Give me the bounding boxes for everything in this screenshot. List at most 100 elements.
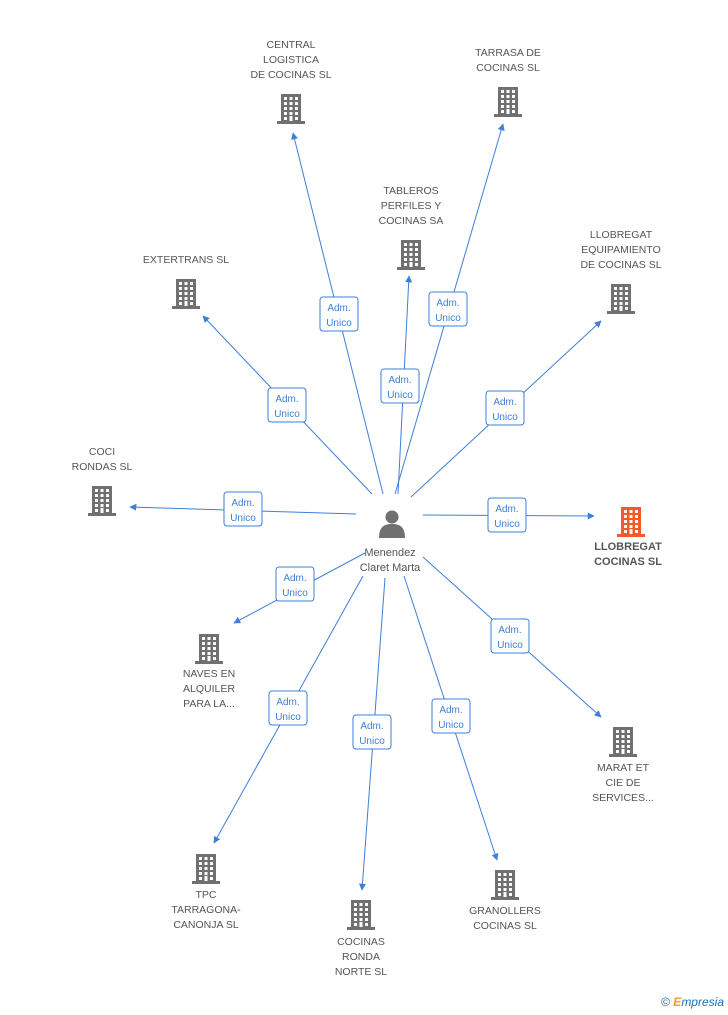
role-label: Unico — [275, 712, 301, 723]
role-label: Unico — [274, 409, 300, 420]
role-label: Adm. — [275, 394, 298, 405]
company-name-line: COCINAS SL — [476, 62, 540, 74]
building-icon — [609, 727, 637, 757]
company-name-line: TARRASA DE — [475, 47, 541, 59]
role-badge[interactable]: Adm. Unico — [352, 714, 392, 750]
company-name-line: COCINAS SL — [473, 920, 537, 932]
company-name-line: COCINAS SA — [379, 215, 444, 227]
role-badge[interactable]: Adm.Unico — [487, 497, 527, 533]
building-icon — [617, 507, 645, 537]
company-name-line: ALQUILER — [183, 683, 235, 695]
company-name-line: PARA LA... — [183, 698, 235, 710]
role-label: Unico — [497, 640, 523, 651]
company-name-line: TARRAGONA- — [171, 904, 241, 916]
role-badge[interactable]: Adm. Unico — [490, 618, 530, 654]
company-name-line: PERFILES Y — [381, 200, 442, 212]
company-name-line: RONDAS SL — [72, 461, 133, 473]
role-label: Unico — [387, 390, 413, 401]
company-name-line: TABLEROS — [383, 185, 438, 197]
company-node-marat[interactable]: MARAT ET CIE DE SERVICES... — [592, 727, 654, 804]
company-node-tableros[interactable]: TABLEROS PERFILES Y COCINAS SA — [379, 185, 444, 270]
building-icon — [192, 854, 220, 884]
nodes-layer: CENTRAL LOGISTICA DE COCINAS SL TARRASA DE C… — [72, 39, 663, 978]
company-node-llobregat-equip[interactable]: LLOBREGAT EQUIPAMIENTO DE COCINAS SL — [580, 229, 662, 314]
company-name-line: COCINAS — [337, 936, 385, 948]
building-icon — [491, 870, 519, 900]
role-badge[interactable]: Adm. Unico — [223, 491, 263, 527]
role-label: Unico — [438, 720, 464, 731]
company-name-line: EXTERTRANS SL — [143, 254, 229, 266]
building-icon — [88, 486, 116, 516]
building-icon — [277, 94, 305, 124]
building-icon — [195, 634, 223, 664]
brand-name: mpresia — [681, 995, 724, 1009]
company-name-line: EQUIPAMIENTO — [581, 244, 661, 256]
center-person-name-line: Menendez — [364, 547, 415, 559]
role-badge[interactable]: Adm. Unico — [485, 390, 525, 426]
edges-layer: Adm.UnicoAdm.UnicoAdm.UnicoAdm.UnicoAdm.… — [129, 123, 602, 891]
role-label: Adm. — [493, 397, 516, 408]
center-person-node[interactable]: Menendez Claret Marta — [360, 510, 421, 575]
role-label: Unico — [435, 313, 461, 324]
person-icon — [379, 510, 405, 538]
role-badge[interactable]: Adm. Unico — [275, 566, 315, 602]
role-label: Adm. — [360, 721, 383, 732]
company-node-naves[interactable]: NAVES EN ALQUILER PARA LA... — [183, 634, 236, 710]
company-name-line: NORTE SL — [335, 966, 387, 978]
role-label: Adm. — [388, 375, 411, 386]
building-icon — [397, 240, 425, 270]
role-label: Adm. — [439, 705, 462, 716]
company-node-granollers[interactable]: GRANOLLERS COCINAS SL — [469, 870, 541, 932]
role-badge[interactable]: Adm. Unico — [267, 387, 307, 423]
role-badge[interactable]: Adm. Unico — [319, 296, 359, 332]
role-label: Adm. — [276, 697, 299, 708]
brand-initial: E — [673, 995, 682, 1009]
company-node-cocinas-ronda[interactable]: COCINAS RONDA NORTE SL — [335, 900, 387, 978]
company-name-line: CENTRAL — [266, 39, 315, 51]
company-name-line: DE COCINAS SL — [580, 259, 661, 271]
company-node-extertrans[interactable]: EXTERTRANS SL — [143, 254, 229, 309]
building-icon — [494, 87, 522, 117]
role-label: Adm. — [283, 573, 306, 584]
role-badge[interactable]: Adm. Unico — [428, 291, 468, 327]
role-badge[interactable]: Adm. Unico — [268, 690, 308, 726]
building-icon — [172, 279, 200, 309]
building-icon — [607, 284, 635, 314]
company-name-line: DE COCINAS SL — [250, 69, 331, 81]
company-name-line: COCI — [89, 446, 115, 458]
role-label: Unico — [492, 412, 518, 423]
company-node-tpc[interactable]: TPC TARRAGONA- CANONJA SL — [171, 854, 241, 931]
center-person-name-line: Claret Marta — [360, 562, 421, 574]
company-name-line: LLOBREGAT — [590, 229, 653, 241]
role-label: Adm. — [327, 303, 350, 314]
role-label: Adm. — [498, 625, 521, 636]
role-label: Unico — [359, 736, 385, 747]
company-node-llobregat-cocinas[interactable]: LLOBREGAT COCINAS SL — [594, 507, 662, 568]
company-name-line: COCINAS SL — [594, 556, 662, 568]
company-name-line: TPC — [196, 889, 217, 901]
company-node-coci[interactable]: COCI RONDAS SL — [72, 446, 133, 516]
role-label: Unico — [326, 318, 352, 329]
role-label: Adm. — [231, 498, 254, 509]
company-name-line: LLOBREGAT — [594, 541, 662, 553]
company-node-central[interactable]: CENTRAL LOGISTICA DE COCINAS SL — [250, 39, 332, 124]
company-name-line: GRANOLLERS — [469, 905, 541, 917]
role-badge[interactable]: Adm. Unico — [380, 368, 420, 404]
company-name-line: RONDA — [342, 951, 380, 963]
role-label: Unico — [494, 519, 520, 530]
company-name-line: SERVICES... — [592, 792, 654, 804]
copyright-symbol: © — [661, 995, 670, 1009]
company-name-line: CANONJA SL — [173, 919, 239, 931]
company-name-line: LOGISTICA — [263, 54, 319, 66]
company-name-line: CIE DE — [605, 777, 640, 789]
company-name-line: NAVES EN — [183, 668, 235, 680]
role-label: Unico — [230, 513, 256, 524]
role-badge[interactable]: Adm. Unico — [431, 698, 471, 734]
building-icon — [347, 900, 375, 930]
role-label: Adm. — [436, 298, 459, 309]
role-label: Unico — [282, 588, 308, 599]
empresia-watermark: © Empresia — [661, 995, 724, 1009]
company-name-line: MARAT ET — [597, 762, 650, 774]
company-node-tarrasa[interactable]: TARRASA DE COCINAS SL — [475, 47, 541, 117]
